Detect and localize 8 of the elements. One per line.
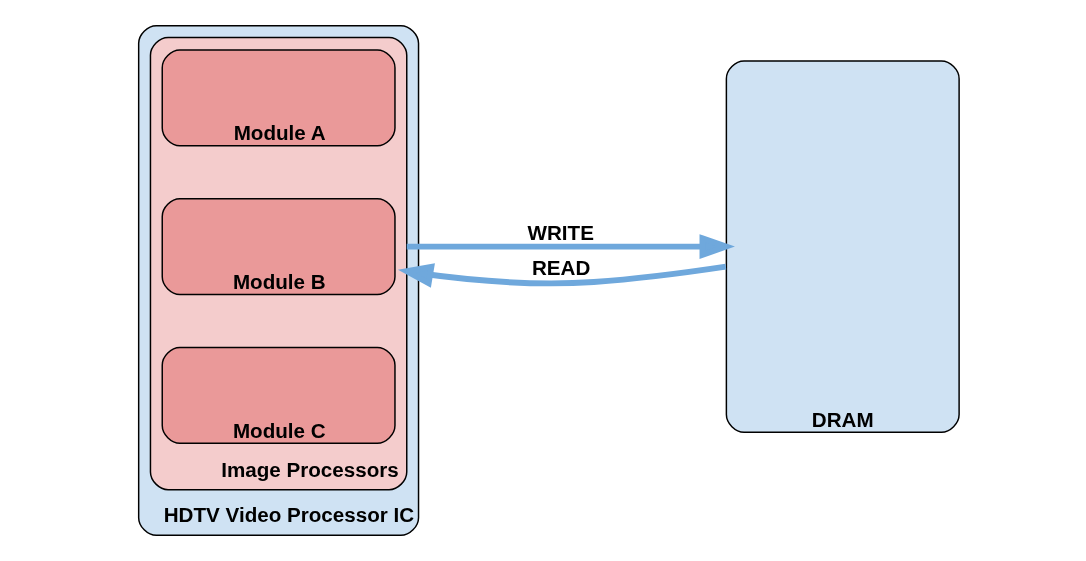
node-box: Module B (161, 198, 396, 296)
node-box: Module A (161, 49, 396, 147)
node-box: Module C (161, 346, 396, 444)
edge-label: WRITE (527, 220, 594, 244)
arrow (397, 263, 727, 288)
arrow (406, 234, 735, 260)
node-box: DRAM (725, 60, 960, 433)
edge-label: READ (531, 255, 591, 279)
